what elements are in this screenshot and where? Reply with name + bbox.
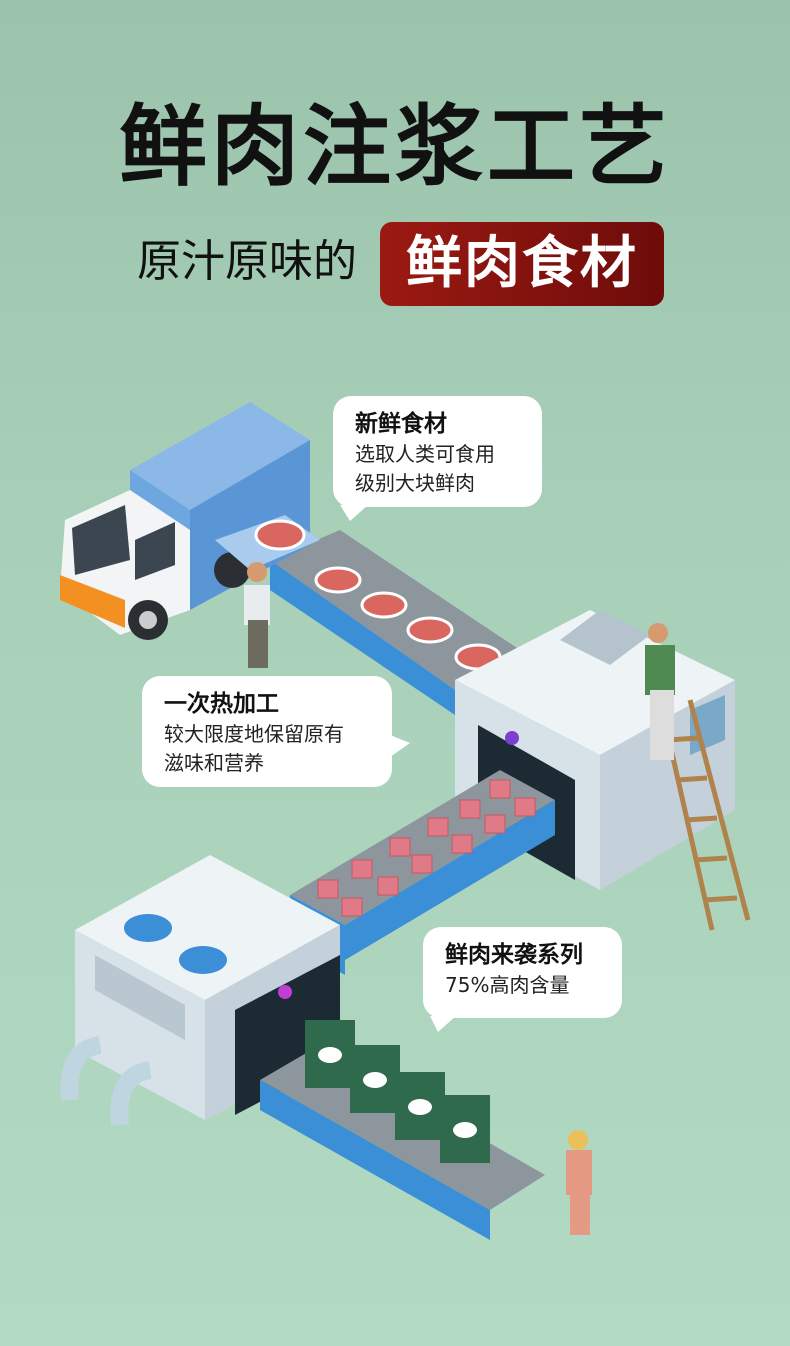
bubble-title: 一次热加工 [164,691,279,717]
product-packages [305,1020,490,1163]
subtitle-highlight: 鲜肉食材 [380,222,664,306]
bubble-line: 选取人类可食用 [355,442,495,466]
bubble-line: 75%高肉含量 [445,973,570,997]
bubble-title: 鲜肉来袭系列 [445,942,583,968]
info-bubble-fresh-ingredients: 新鲜食材 选取人类可食用 级别大块鲜肉 [333,396,542,507]
bubble-title: 新鲜食材 [355,411,447,437]
worker-figure [645,623,675,760]
bubble-tail [340,505,368,521]
packaging-machine [60,855,340,1126]
bubble-tail [430,1016,456,1032]
page-title: 鲜肉注浆工艺 [118,95,671,198]
bubble-line: 较大限度地保留原有 [164,722,344,746]
bubble-line: 级别大块鲜肉 [355,471,475,495]
info-bubble-heat-processing: 一次热加工 较大限度地保留原有 滋味和营养 [142,676,392,787]
info-bubble-product-series: 鲜肉来袭系列 75%高肉含量 [423,927,622,1018]
worker-figure [244,562,270,668]
subtitle-plain: 原汁原味的 [137,236,357,287]
bubble-tail [390,735,410,757]
worker-figure [566,1130,592,1235]
bubble-line: 滋味和营养 [164,751,264,775]
meat-cubes [317,779,536,917]
raw-meat-slices [254,519,502,671]
